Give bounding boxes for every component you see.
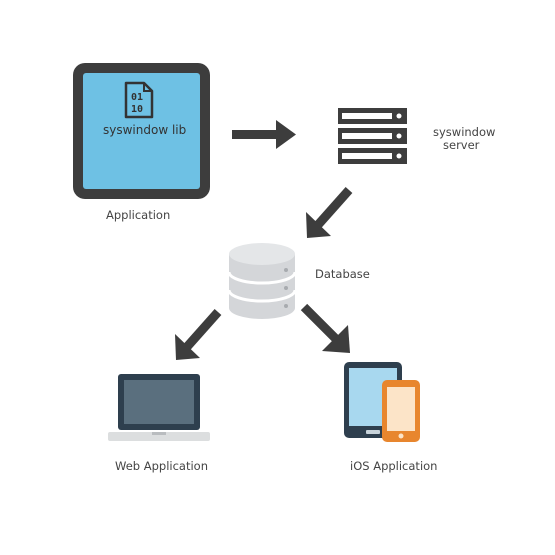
server-rack-icon bbox=[338, 108, 407, 164]
arrow-database-to-web bbox=[172, 308, 222, 362]
arrow-app-to-server bbox=[232, 119, 298, 151]
svg-text:01: 01 bbox=[131, 92, 143, 103]
database-caption: Database bbox=[315, 267, 370, 281]
arrow-server-to-database bbox=[303, 186, 353, 240]
arrow-database-to-ios bbox=[300, 303, 352, 355]
svg-text:10: 10 bbox=[131, 104, 143, 115]
binary-file-icon: 01 10 bbox=[124, 81, 154, 119]
tablet-icon bbox=[73, 63, 210, 199]
web-caption: Web Application bbox=[115, 459, 208, 473]
application-caption: Application bbox=[106, 208, 171, 222]
application-inner-label: syswindow lib bbox=[103, 123, 187, 137]
application-node: 01 10 syswindow lib bbox=[73, 63, 210, 199]
database-icon bbox=[227, 242, 297, 320]
server-caption-line2: server bbox=[443, 138, 480, 152]
server-caption-line1: syswindow bbox=[433, 125, 496, 139]
ios-caption: iOS Application bbox=[350, 459, 438, 473]
mobile-devices-icon bbox=[344, 362, 422, 444]
laptop-icon bbox=[108, 374, 210, 442]
